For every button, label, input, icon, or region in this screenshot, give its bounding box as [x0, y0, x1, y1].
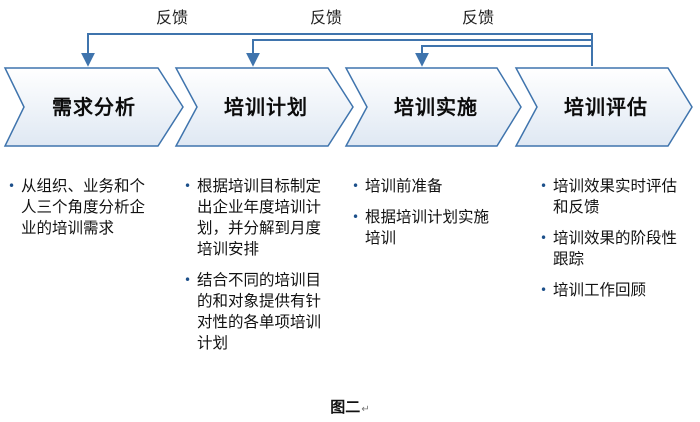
chevron-1	[3, 67, 184, 147]
feedback-line-1	[81, 33, 593, 67]
feedback-label-2: 反馈	[309, 8, 342, 27]
details-training-implementation: • 培训前准备 • 根据培训计划实施培训	[352, 176, 502, 259]
stage-label-training-evaluation: 培训评估	[564, 95, 648, 119]
list-item-text: 根据培训计划实施培训	[365, 208, 490, 247]
chevron-4	[514, 67, 693, 147]
bullet-icon: •	[184, 273, 192, 287]
bullet-icon: •	[540, 179, 548, 193]
return-mark-icon: ↵	[361, 404, 370, 415]
list-item-text: 培训效果的阶段性跟踪	[553, 229, 678, 268]
list-item-text: 根据培训目标制定出企业年度培训计划，并分解到月度培训安排	[197, 177, 322, 258]
bullet-icon: •	[8, 179, 16, 193]
caption-text: 图二	[330, 398, 361, 416]
stage-label-training-implementation: 培训实施	[394, 95, 478, 119]
list-item: • 培训效果实时评估和反馈	[540, 176, 690, 218]
details-needs-analysis: • 从组织、业务和个人三个角度分析企业的培训需求	[8, 176, 158, 249]
figure-caption: 图二↵	[0, 396, 700, 417]
list-item: • 根据培训计划实施培训	[352, 207, 502, 249]
feedback-label-3: 反馈	[461, 8, 494, 27]
details-training-evaluation: • 培训效果实时评估和反馈 • 培训效果的阶段性跟踪 • 培训工作回顾	[540, 176, 690, 311]
bullet-icon: •	[540, 283, 548, 297]
list-item: • 培训工作回顾	[540, 280, 690, 301]
bullet-icon: •	[540, 231, 548, 245]
chevron-3	[344, 67, 522, 147]
bullet-icon: •	[352, 210, 360, 224]
stage-chevrons	[3, 67, 693, 147]
list-item-text: 结合不同的培训目的和对象提供有针对性的各单项培训计划	[197, 271, 322, 352]
feedback-line-3	[415, 40, 593, 67]
list-item-text: 从组织、业务和个人三个角度分析企业的培训需求	[21, 177, 146, 237]
list-item-text: 培训效果实时评估和反馈	[553, 177, 678, 216]
chevron-2	[174, 67, 354, 147]
list-item: • 根据培训目标制定出企业年度培训计划，并分解到月度培训安排	[184, 176, 330, 260]
list-item-text: 培训工作回顾	[553, 281, 647, 299]
list-item: • 培训效果的阶段性跟踪	[540, 228, 690, 270]
list-item: • 结合不同的培训目的和对象提供有针对性的各单项培训计划	[184, 270, 330, 354]
details-training-plan: • 根据培训目标制定出企业年度培训计划，并分解到月度培训安排 • 结合不同的培训…	[184, 176, 330, 364]
list-item: • 培训前准备	[352, 176, 502, 197]
bullet-icon: •	[352, 179, 360, 193]
list-item-text: 培训前准备	[365, 177, 443, 195]
stage-label-training-plan: 培训计划	[224, 95, 308, 119]
bullet-icon: •	[184, 179, 192, 193]
feedback-lines	[81, 33, 593, 67]
stage-label-needs-analysis: 需求分析	[52, 95, 136, 119]
feedback-line-2	[246, 34, 593, 67]
feedback-label-1: 反馈	[155, 8, 188, 27]
list-item: • 从组织、业务和个人三个角度分析企业的培训需求	[8, 176, 158, 239]
